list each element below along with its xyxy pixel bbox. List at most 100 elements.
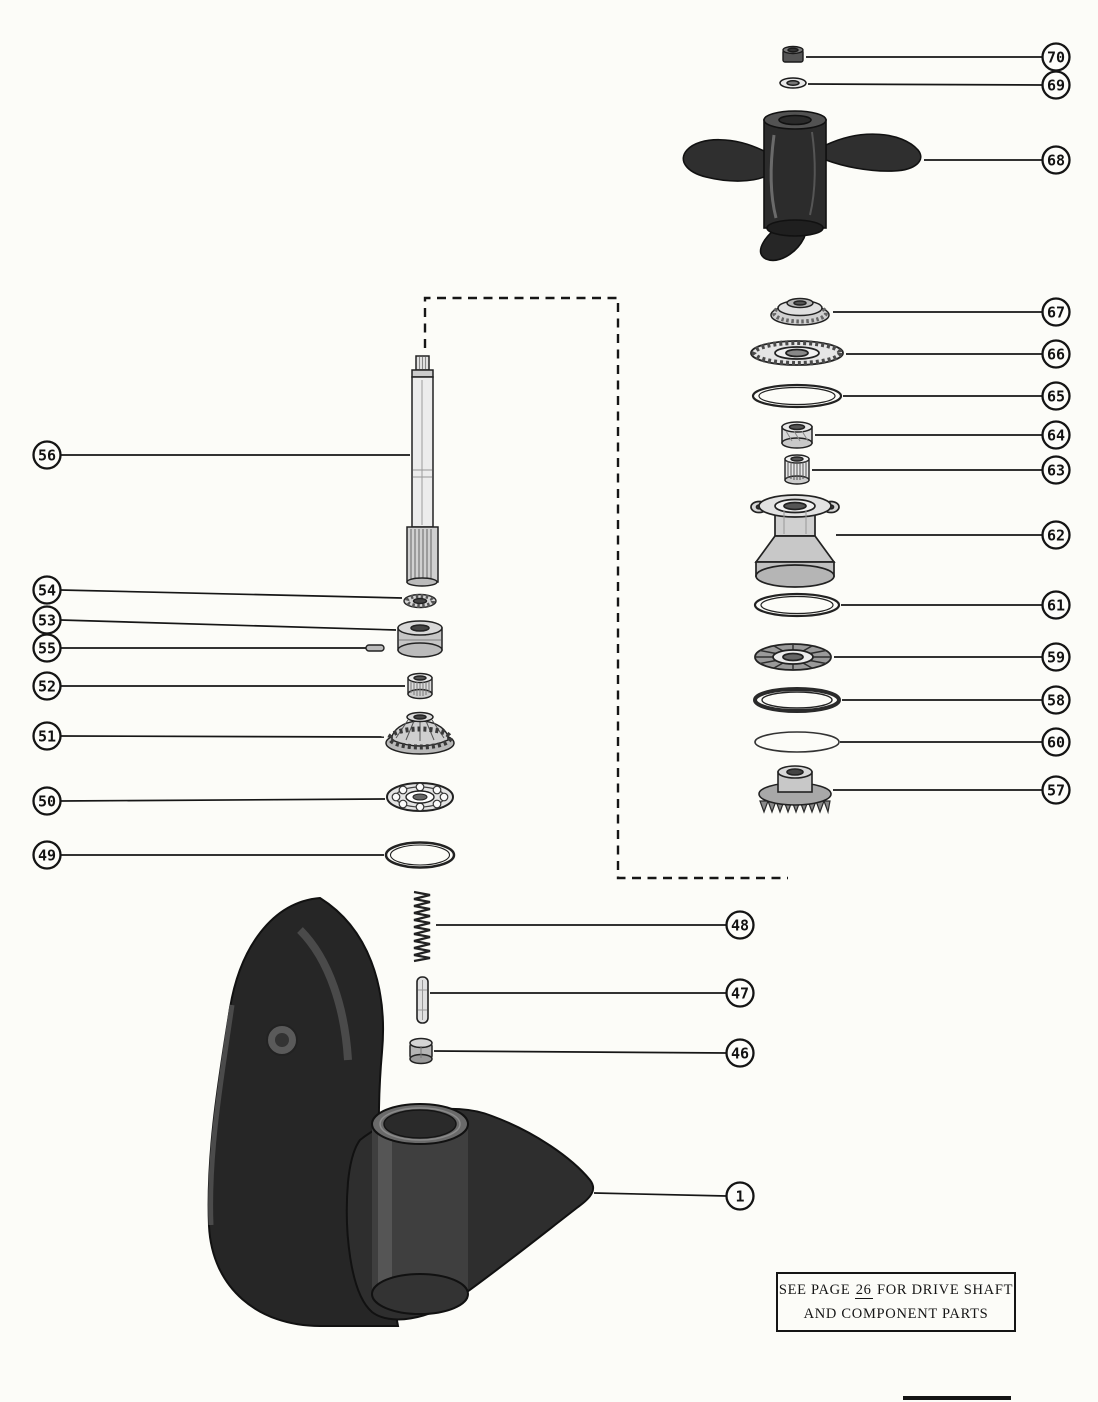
leader-line-51	[60, 735, 385, 738]
callout-63: 63	[812, 455, 1071, 485]
note-line1-suffix: FOR DRIVE SHAFT	[872, 1281, 1014, 1298]
callout-1: 1	[593, 1181, 755, 1211]
callout-circle-66	[1041, 339, 1071, 369]
callout-circle-64	[1041, 420, 1071, 450]
callout-68: 68	[924, 145, 1071, 175]
o-ring-61-illustration	[753, 592, 841, 618]
o-ring-65-illustration	[751, 383, 843, 409]
callout-66: 66	[846, 339, 1071, 369]
callout-circle-56	[32, 440, 62, 470]
leader-line-46	[433, 1050, 727, 1054]
callout-circle-59	[1041, 642, 1071, 672]
callout-54: 54	[32, 575, 403, 605]
scan-artifact-line	[903, 1396, 1011, 1400]
callout-circle-52	[32, 671, 62, 701]
callout-67: 67	[833, 297, 1071, 327]
callout-number-59: 59	[1047, 649, 1065, 667]
callout-48: 48	[436, 910, 755, 940]
callout-46: 46	[433, 1038, 755, 1068]
callout-number-61: 61	[1047, 597, 1065, 615]
assembly-dashed-line	[423, 296, 788, 880]
leader-line-1	[593, 1192, 727, 1197]
callout-58: 58	[842, 685, 1071, 715]
callout-circle-48	[725, 910, 755, 940]
callout-number-65: 65	[1047, 388, 1065, 406]
callout-64: 64	[815, 420, 1071, 450]
callout-circle-57	[1041, 775, 1071, 805]
callout-number-64: 64	[1047, 427, 1065, 445]
callout-57: 57	[833, 775, 1071, 805]
gear-housing-illustration	[207, 896, 595, 1327]
note-line-1: SEE PAGE 26 FOR DRIVE SHAFT	[778, 1281, 1014, 1299]
bearing-carrier-illustration	[750, 494, 840, 588]
callout-number-60: 60	[1047, 734, 1065, 752]
callout-70: 70	[806, 42, 1071, 72]
callout-circle-54	[32, 575, 62, 605]
ring-58-illustration	[753, 687, 841, 713]
bearing-64-illustration	[781, 421, 813, 449]
callout-number-47: 47	[731, 985, 749, 1003]
callout-layer: 70 69 68 67 66 65 64 63 62 61 59 58 60 57 56 54 53 55 52 51…	[32, 42, 1071, 1211]
o-ring-60-illustration	[754, 731, 840, 753]
callout-circle-58	[1041, 685, 1071, 715]
leader-line-50	[60, 798, 386, 802]
callout-69: 69	[807, 70, 1071, 100]
callout-circle-63	[1041, 455, 1071, 485]
needle-bearing-63-illustration	[784, 454, 810, 485]
callout-59: 59	[834, 642, 1071, 672]
callout-number-54: 54	[38, 582, 56, 600]
sliding-clutch-53-illustration	[397, 620, 443, 658]
callout-number-66: 66	[1047, 346, 1065, 364]
callout-circle-55	[32, 633, 62, 663]
needle-bearing-52-illustration	[407, 672, 433, 700]
callout-number-1: 1	[735, 1188, 744, 1206]
callout-circle-49	[32, 840, 62, 870]
forward-gear-51-illustration	[385, 711, 455, 755]
callout-52: 52	[32, 671, 405, 701]
note-box: SEE PAGE 26 FOR DRIVE SHAFT AND COMPONEN…	[776, 1272, 1016, 1332]
callout-circle-61	[1041, 590, 1071, 620]
callout-circle-69	[1041, 70, 1071, 100]
callout-number-48: 48	[731, 917, 749, 935]
callout-55: 55	[32, 633, 366, 663]
note-line-2: AND COMPONENT PARTS	[803, 1305, 989, 1322]
callout-56: 56	[32, 440, 410, 470]
callout-number-68: 68	[1047, 152, 1065, 170]
serrated-washer-illustration	[750, 340, 844, 366]
callout-number-51: 51	[38, 728, 56, 746]
splined-washer-54-illustration	[403, 593, 437, 609]
callout-circle-68	[1041, 145, 1071, 175]
callout-circle-46	[725, 1038, 755, 1068]
callout-number-70: 70	[1047, 49, 1065, 67]
note-line1-prefix: SEE PAGE	[778, 1281, 855, 1298]
callout-circle-60	[1041, 727, 1071, 757]
callout-49: 49	[32, 840, 384, 870]
callout-number-62: 62	[1047, 527, 1065, 545]
callout-circle-65	[1041, 381, 1071, 411]
callout-51: 51	[32, 721, 385, 751]
thrust-hub-illustration	[770, 297, 830, 326]
propeller-shaft-illustration	[406, 355, 439, 587]
callout-number-56: 56	[38, 447, 56, 465]
prop-washer-illustration	[779, 77, 807, 89]
callout-number-55: 55	[38, 640, 56, 658]
propeller-illustration	[682, 110, 922, 261]
callout-number-67: 67	[1047, 304, 1065, 322]
spring-48-illustration	[413, 890, 431, 963]
callout-65: 65	[843, 381, 1071, 411]
callout-62: 62	[836, 520, 1071, 550]
leader-line-54	[60, 589, 403, 599]
ball-bearing-50-illustration	[386, 782, 454, 812]
leader-line-53	[60, 619, 397, 631]
callout-number-50: 50	[38, 793, 56, 811]
propeller-nut-illustration	[782, 45, 804, 63]
callout-number-57: 57	[1047, 782, 1065, 800]
callout-number-53: 53	[38, 612, 56, 630]
callout-53: 53	[32, 605, 397, 635]
callout-number-49: 49	[38, 847, 56, 865]
callout-number-58: 58	[1047, 692, 1065, 710]
callout-circle-51	[32, 721, 62, 751]
callout-60: 60	[840, 727, 1071, 757]
